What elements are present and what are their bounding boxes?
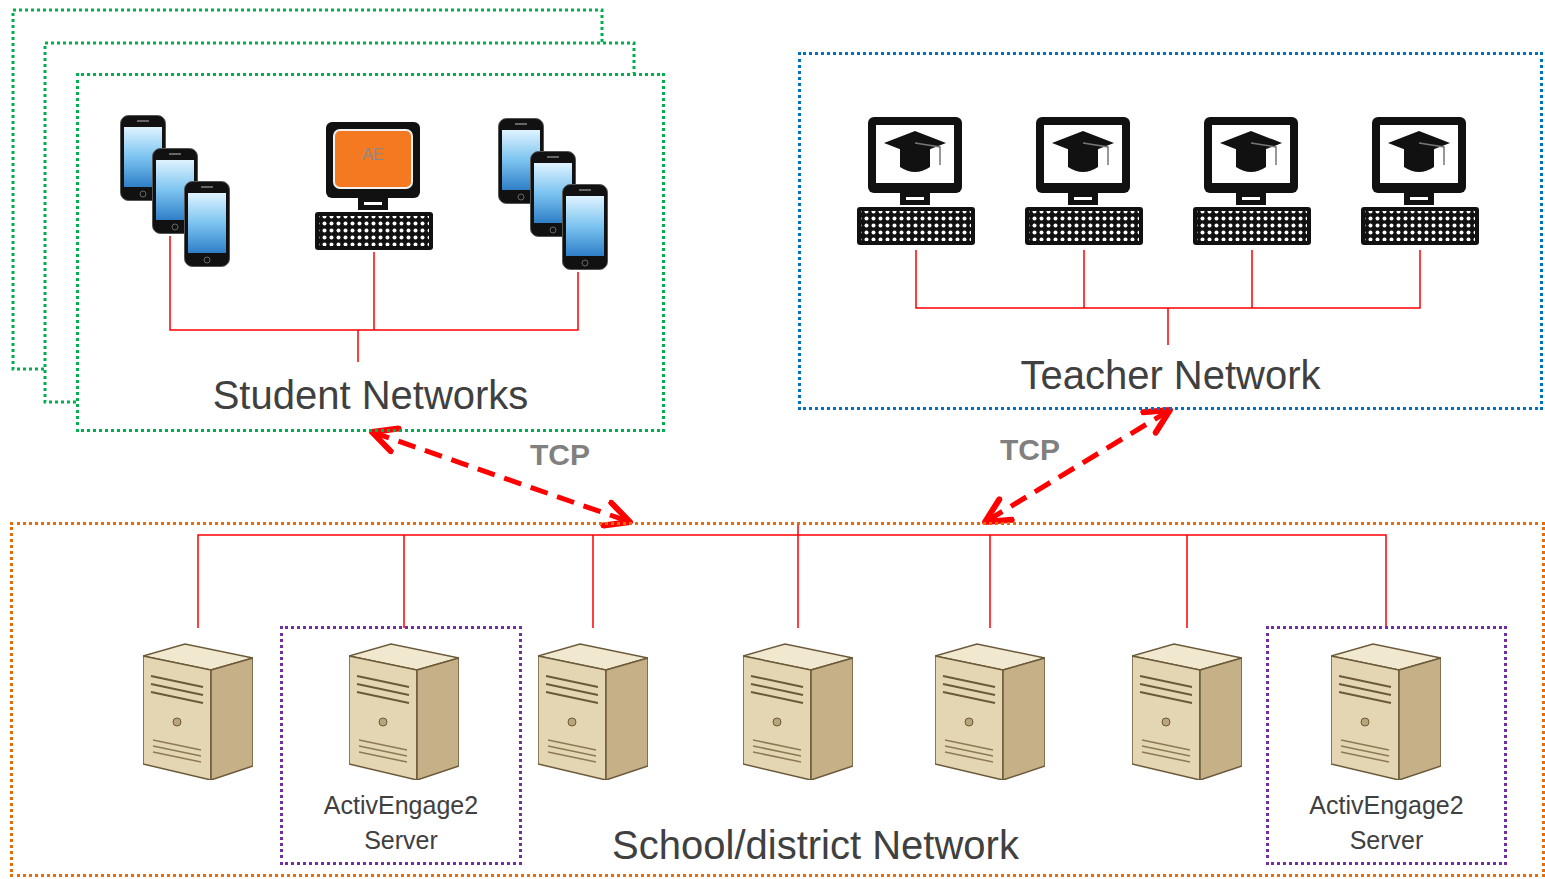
servers (143, 644, 1441, 780)
school-wiring (198, 524, 1386, 628)
school-network: School/district Network ActivEngage2 Serv… (10, 522, 1545, 877)
teacher-network: Teacher Network (798, 52, 1543, 410)
network-label: Student Networks (213, 372, 529, 418)
server-box: ActivEngage2 Server (1266, 626, 1507, 865)
student-network: Student Networks (76, 73, 665, 432)
screen-label: AE (362, 146, 383, 164)
phone-group (499, 119, 608, 270)
network-label: ActivEngage2 Server (306, 788, 496, 858)
student-wiring (170, 236, 578, 362)
tcp-connector (372, 432, 630, 522)
protocol-label: TCP (527, 438, 593, 472)
protocol-label: TCP (997, 433, 1063, 467)
phone-group (121, 116, 230, 267)
teacher-wiring (916, 250, 1420, 345)
server-box: ActivEngage2 Server (280, 626, 522, 865)
network-label: Teacher Network (1020, 352, 1320, 398)
network-label: ActivEngage2 Server (1292, 788, 1482, 858)
network-label: School/district Network (612, 822, 1019, 868)
teacher-computers (857, 117, 1479, 245)
student-computer (315, 122, 433, 250)
network-ground (76, 73, 665, 432)
tcp-connector (985, 410, 1170, 522)
